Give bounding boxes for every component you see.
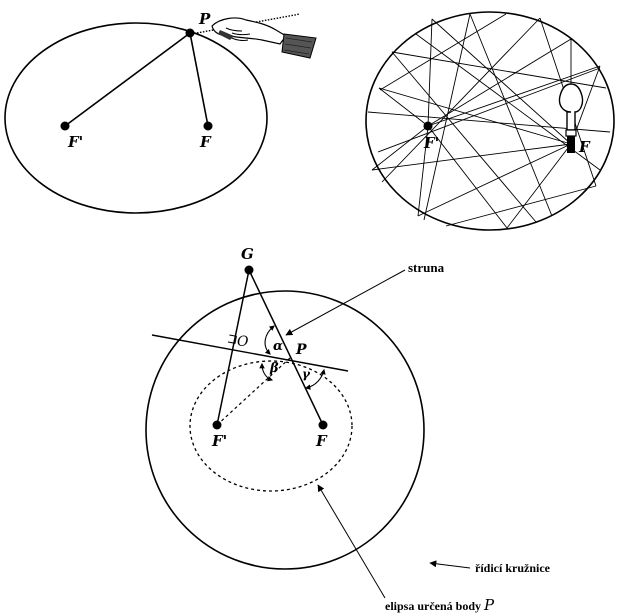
label-directing-circle: řídicí kružnice [475, 561, 551, 575]
ellipse-outline [4, 22, 268, 214]
label-angle-alpha: α [273, 339, 283, 354]
segment-p-fprime-dashed [216, 357, 291, 426]
angle-alpha-arc [264, 325, 275, 355]
focus-left-dot [212, 420, 222, 430]
arrow-to-ellipse [317, 484, 386, 599]
label-string: struna [408, 260, 445, 275]
label-focus-left: F' [423, 134, 439, 152]
arrow-to-directing-circle [429, 560, 471, 569]
focus-left-dot [423, 121, 433, 131]
focus-left-dot [60, 121, 70, 131]
panel-string-construction: P F' F [4, 10, 317, 214]
reflector-ellipse-outline [365, 11, 615, 231]
label-focus-left: F' [67, 133, 83, 151]
segment-g-fprime [216, 269, 250, 426]
segment-g-f [248, 269, 324, 426]
label-angle-gamma: γ [302, 367, 311, 381]
label-focus-left: F' [211, 432, 227, 450]
point-g-dot [244, 265, 254, 275]
tangent-line [151, 334, 349, 372]
label-point-o: O [237, 334, 249, 350]
panel-directing-circle: G O P α β γ F' F struna řídicí kružnice … [145, 245, 551, 614]
directing-circle-outline [145, 290, 425, 570]
hand-with-pencil-icon [196, 13, 317, 59]
panel-reflection-paths: F' F [365, 11, 615, 231]
focus-right-dot [203, 121, 213, 131]
label-angle-beta: β [269, 361, 279, 376]
ellipse-dashed-outline [189, 360, 353, 492]
label-ellipse: elipsa určená body P [385, 596, 495, 614]
arrow-to-string [285, 269, 406, 336]
string-segment-left [64, 32, 191, 127]
label-ellipse-text: elipsa určená body [385, 599, 484, 613]
angle-beta-arc [259, 362, 274, 382]
label-ellipse-point: P [483, 596, 495, 614]
label-point-p: P [295, 342, 307, 358]
reflected-ray-lines [367, 13, 611, 229]
label-focus-right: F [578, 138, 591, 156]
label-focus-right: F [315, 432, 328, 450]
label-focus-right: F [199, 133, 212, 151]
string-segment-right [189, 32, 209, 127]
point-p-dot [185, 28, 195, 38]
label-point-g: G [241, 245, 254, 263]
focus-right-dot [318, 420, 328, 430]
light-bulb-icon [558, 83, 584, 153]
label-point-p: P [198, 10, 211, 28]
angle-gamma-arc [304, 368, 326, 390]
right-angle-marker [227, 334, 237, 344]
